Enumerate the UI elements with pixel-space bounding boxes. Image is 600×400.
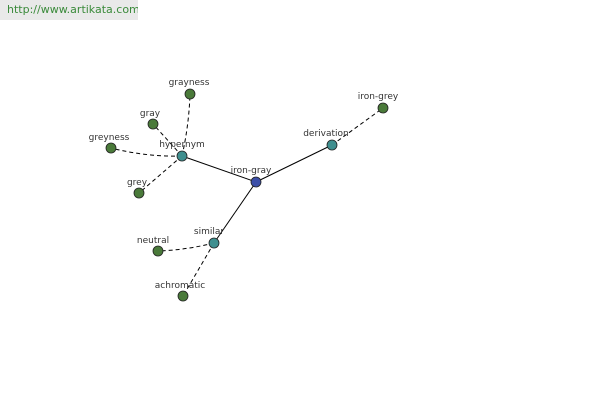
word-node-iron-grey[interactable] <box>377 102 389 114</box>
site-url[interactable]: http://www.artikata.com <box>0 0 138 20</box>
root-label: iron-gray <box>231 166 272 176</box>
edge-root-derivation <box>255 144 333 183</box>
word-node-greyness[interactable] <box>105 142 117 154</box>
edge-similar-achromatic <box>182 242 215 297</box>
word-label-achromatic: achromatic <box>155 281 205 291</box>
word-label-greyness: greyness <box>89 133 130 143</box>
relation-label-similar: similar <box>194 227 224 237</box>
word-node-achromatic[interactable] <box>177 290 189 302</box>
nodes-layer <box>105 88 389 302</box>
edges-layer <box>110 93 384 297</box>
word-label-gray: gray <box>140 109 161 119</box>
edge-derivation-iron-grey <box>331 107 384 146</box>
root-node-iron-gray[interactable] <box>250 176 262 188</box>
relation-node-similar[interactable] <box>208 237 220 249</box>
edge-root-hypernym <box>181 155 257 183</box>
word-label-iron-grey: iron-grey <box>358 92 399 102</box>
word-node-neutral[interactable] <box>152 245 164 257</box>
edge-hypernym-gray <box>152 123 183 157</box>
word-label-grey: grey <box>127 178 148 188</box>
edge-root-similar <box>213 181 257 244</box>
word-node-grayness[interactable] <box>184 88 196 100</box>
edge-hypernym-grey <box>138 155 183 194</box>
relation-node-derivation[interactable] <box>326 139 338 151</box>
word-node-gray[interactable] <box>147 118 159 130</box>
word-label-grayness: grayness <box>169 78 210 88</box>
word-label-neutral: neutral <box>137 236 169 246</box>
relation-node-hypernym[interactable] <box>176 150 188 162</box>
relation-label-derivation: derivation <box>303 129 349 139</box>
edge-hypernym-greyness <box>110 147 183 157</box>
relation-label-hypernym: hypernym <box>159 140 205 150</box>
word-node-grey[interactable] <box>133 187 145 199</box>
labels-layer: iron-gray hypernym grayness gray greyness gre… <box>89 78 399 291</box>
